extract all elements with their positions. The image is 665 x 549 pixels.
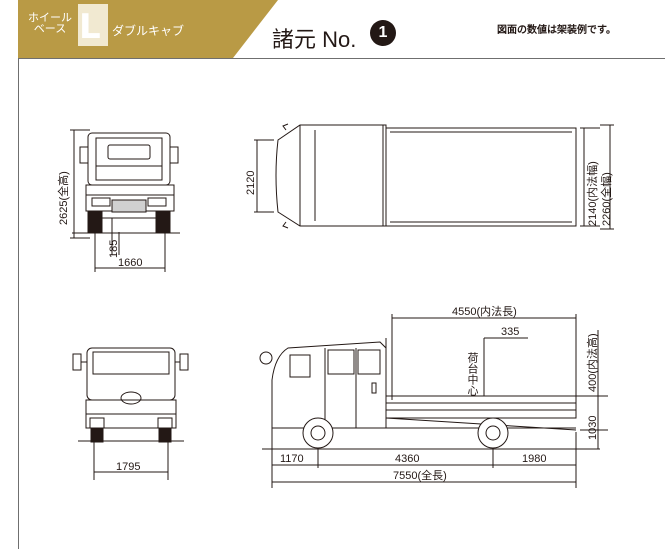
front-height-label: 2625(全高) [56, 171, 70, 225]
side-inner-length-label: 4550(内法長) [452, 304, 517, 318]
rear-view [72, 347, 189, 480]
page-frame [18, 0, 665, 549]
cab-type-label: ダブルキャブ [112, 24, 185, 38]
top-view [254, 123, 614, 230]
side-view [259, 314, 608, 488]
front-tread-label: 1660 [118, 257, 142, 269]
wheelbase-label-line2: ベース [33, 22, 67, 35]
spec-number: 1 [370, 20, 396, 46]
rear-tread-label: 1795 [116, 461, 140, 473]
top-inner-width-label: 2140(内法幅) [585, 161, 599, 226]
top-overall-width-label: 2260(全幅) [599, 172, 613, 226]
side-load-center-offset-label: 335 [501, 326, 519, 338]
header-bar [18, 0, 665, 59]
side-rear-overhang-label: 1980 [522, 453, 546, 465]
side-load-center-label: 荷台中心 [466, 352, 479, 396]
badge-shape [18, 0, 278, 58]
wheelbase-label: ホイール ベース [28, 12, 72, 34]
side-floor-height-label: 1030 [587, 416, 599, 440]
side-inner-height-label: 400(内法高) [585, 333, 599, 392]
front-view [70, 129, 180, 272]
side-front-overhang-label: 1170 [280, 453, 304, 465]
front-clearance-label: 185 [108, 240, 120, 258]
wheelbase-letter: L [79, 7, 101, 47]
top-cab-width-label: 2120 [245, 171, 257, 195]
drawing-note: 図面の数値は架装例です。 [497, 25, 616, 36]
side-overall-length-label: 7550(全長) [393, 468, 447, 482]
side-wheelbase-label: 4360 [395, 453, 419, 465]
spec-title: 諸元 No. [272, 27, 357, 52]
wheelbase-label-line1: ホイール [28, 11, 72, 24]
